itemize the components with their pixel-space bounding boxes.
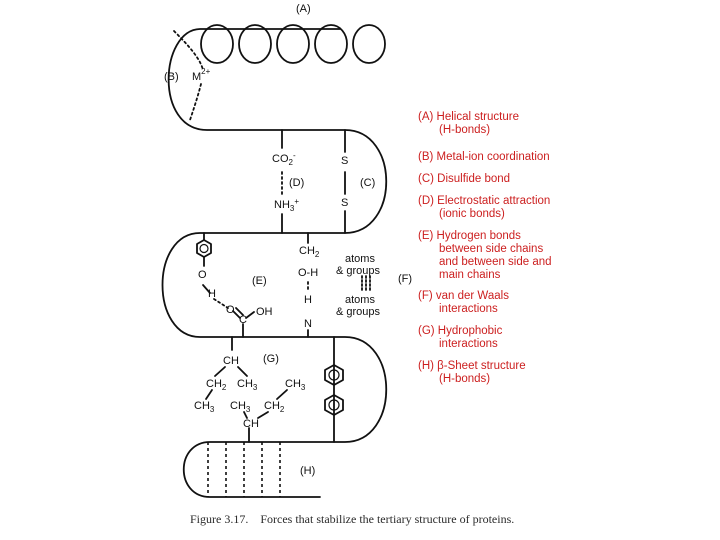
phenyl-ring-top	[324, 364, 344, 386]
legend-item-c: (C) Disulfide bond	[418, 173, 718, 186]
legend-line: (F) van der Waals	[418, 290, 509, 302]
methyl-d: CH3	[230, 400, 251, 414]
legend-line: and between side and	[439, 256, 552, 268]
protein-backbone	[161, 28, 387, 498]
phenyl-ring-top-inner	[328, 369, 340, 381]
carboxyl-oh: OH	[256, 306, 273, 318]
c-to-o-bond	[232, 310, 241, 319]
legend-item-e: (E) Hydrogen bonds between side chains a…	[418, 230, 718, 282]
label-a: (A)	[296, 3, 311, 15]
phenol-hydrogen: H	[208, 288, 216, 300]
hydroxyl: O-H	[298, 267, 318, 279]
label-c: (C)	[360, 177, 375, 189]
methyl-a: CH3	[237, 378, 258, 392]
legend-item-b: (B) Metal-ion coordination	[418, 151, 718, 164]
methyl-b: CH3	[285, 378, 306, 392]
amide-hydrogen: H	[304, 294, 312, 306]
legend-line: between side chains	[439, 243, 544, 255]
legend-line: (D) Electrostatic attraction	[418, 195, 551, 207]
label-e: (E)	[252, 275, 267, 287]
phenyl-ring-bottom-inner	[328, 399, 340, 411]
ch3-to-ch2-bond	[276, 389, 288, 400]
legend-line: interactions	[439, 303, 498, 315]
vdw-groups-bottom: & groups	[336, 306, 381, 318]
helix-loops	[200, 24, 386, 64]
ch-to-ch2-bond	[214, 366, 226, 377]
helix-loop	[352, 24, 386, 64]
phenyl-ring-bottom	[324, 394, 344, 416]
vdw-groups-top: & groups	[336, 265, 381, 277]
amide-nitrogen: N	[304, 318, 312, 330]
legend-item-f: (F) van der Waals interactions	[418, 290, 718, 316]
legend-line: (B) Metal-ion coordination	[418, 151, 550, 163]
legend-line: (A) Helical structure	[418, 111, 519, 123]
carboxylate: CO2-	[272, 151, 296, 167]
methylene-b: CH2	[264, 400, 285, 414]
methylene-top: CH2	[299, 245, 320, 259]
sulfur-top: S	[341, 155, 348, 167]
label-h: (H)	[300, 465, 315, 477]
phenol-ring-inner	[199, 243, 209, 254]
legend-line: (E) Hydrogen bonds	[418, 230, 521, 242]
legend: (A) Helical structure (H-bonds) (B) Meta…	[418, 111, 718, 386]
vdw-atoms-top: atoms	[345, 253, 375, 265]
ch-to-ch3-bond	[237, 366, 248, 377]
c-to-o-bond	[235, 307, 244, 316]
c-to-oh-bond	[245, 311, 255, 319]
legend-line: (H) β-Sheet structure	[418, 360, 526, 372]
methylene-a: CH2	[206, 378, 227, 392]
phenol-ring	[196, 239, 212, 258]
legend-line: (ionic bonds)	[439, 208, 505, 220]
phenol-oxygen: O	[198, 269, 207, 281]
methyl-c: CH3	[194, 400, 215, 414]
helix-loop	[276, 24, 310, 64]
legend-item-g: (G) Hydrophobic interactions	[418, 325, 718, 351]
helix-loop	[238, 24, 272, 64]
label-f: (F)	[398, 273, 412, 285]
label-g: (G)	[263, 353, 279, 365]
o-to-h-bond	[202, 284, 211, 294]
metal-coordination-dots	[173, 30, 204, 71]
helix-loop	[314, 24, 348, 64]
h-bond-dots	[213, 298, 229, 309]
ammonium: NH3+	[274, 197, 299, 213]
helix-loop	[200, 24, 234, 64]
vdw-atoms-bottom: atoms	[345, 294, 375, 306]
label-b: (B)	[164, 71, 179, 83]
legend-line: (C) Disulfide bond	[418, 173, 511, 185]
methine: CH	[223, 355, 239, 367]
legend-item-h: (H) β-Sheet structure (H-bonds)	[418, 360, 718, 386]
figure-caption: Figure 3.17. Forces that stabilize the t…	[190, 512, 514, 527]
legend-line: main chains	[439, 269, 501, 281]
ch2-to-ch3-bond	[205, 389, 213, 400]
label-d: (D)	[289, 177, 304, 189]
figure-caption-label: Figure 3.17.	[190, 512, 249, 526]
legend-line: interactions	[439, 338, 498, 350]
carbonyl-oxygen: O	[226, 304, 235, 316]
ch3-to-ch-bond	[243, 411, 248, 419]
methine-bottom: CH	[243, 418, 259, 430]
legend-item-d: (D) Electrostatic attraction (ionic bond…	[418, 195, 718, 221]
legend-line: (G) Hydrophobic	[418, 325, 503, 337]
metal-ion: M2+	[192, 67, 211, 83]
legend-item-a: (A) Helical structure (H-bonds)	[418, 111, 718, 137]
sulfur-bottom: S	[341, 197, 348, 209]
figure-caption-text: Forces that stabilize the tertiary struc…	[260, 512, 515, 526]
legend-line: (H-bonds)	[439, 124, 491, 136]
metal-coordination-dots	[189, 83, 202, 121]
legend-line: (H-bonds)	[439, 373, 491, 385]
carboxyl-carbon: C	[239, 314, 247, 326]
ch2-to-ch-bond	[257, 411, 269, 419]
